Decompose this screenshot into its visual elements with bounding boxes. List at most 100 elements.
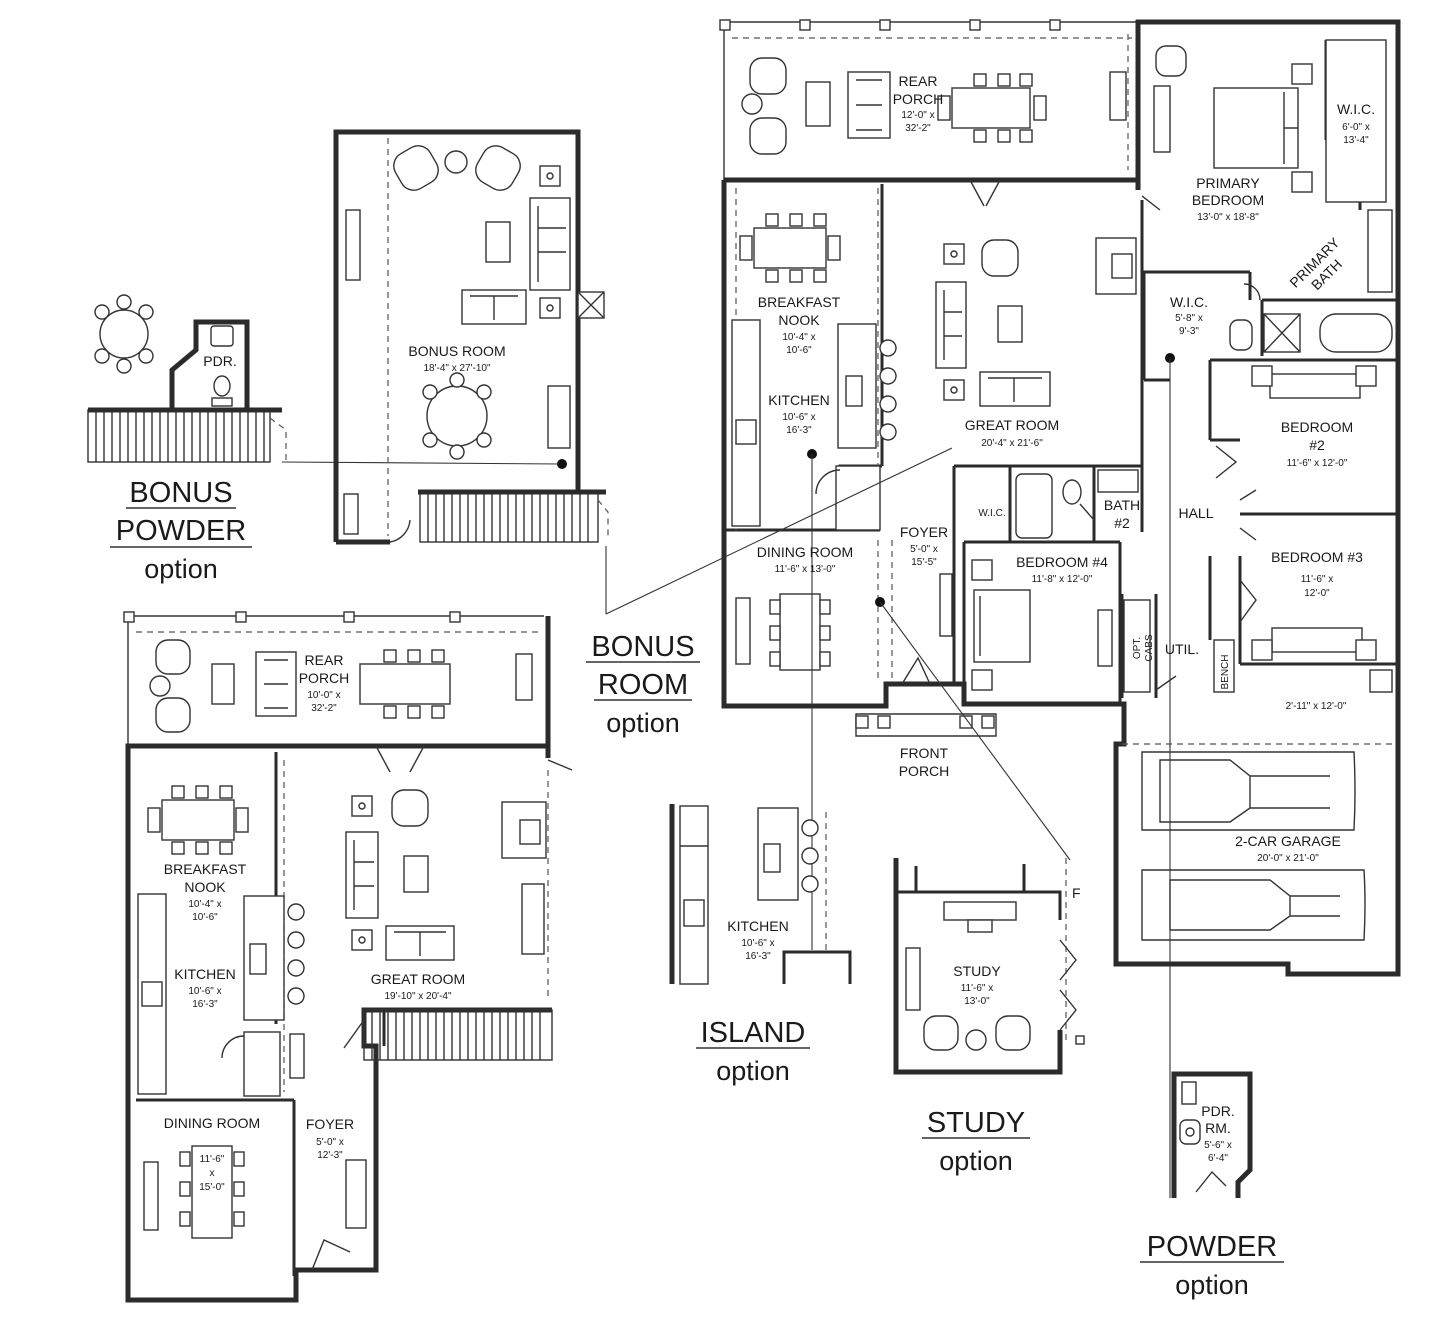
option-title: ISLAND	[701, 1017, 806, 1049]
room-label: BONUS ROOM	[408, 343, 505, 359]
room-dims: x	[210, 1168, 215, 1179]
main-floor-plan: REAR PORCH 12'-0" x 32'-2" PRIMARY BEDRO…	[605, 19, 1401, 1198]
room-dims: 10'-6" x	[741, 938, 774, 949]
room-label: #2	[1114, 515, 1130, 531]
option-subtitle: option	[939, 1146, 1013, 1176]
room-dims: 16'-3"	[786, 425, 812, 436]
room-label: NOOK	[778, 312, 820, 328]
room-label: KITCHEN	[174, 966, 235, 982]
room-dims: 5'-6" x	[1204, 1140, 1232, 1151]
option-title-island: ISLAND option	[696, 1017, 810, 1086]
room-label: PDR.	[1201, 1103, 1234, 1119]
room-dims: 5'-8" x	[1175, 313, 1203, 324]
room-dims: 13'-0" x 18'-8"	[1197, 212, 1259, 223]
room-dims: 13'-0"	[964, 996, 990, 1007]
room-label: PRIMARY	[1196, 175, 1260, 191]
room-dims: 12'-0" x	[901, 110, 934, 121]
room-dims: 12'-3"	[317, 1150, 343, 1161]
room-dims: 12'-0"	[1304, 588, 1330, 599]
room-label: W.I.C.	[1337, 101, 1375, 117]
option-subtitle: option	[144, 554, 218, 584]
room-dims: 11'-6"	[200, 1154, 225, 1165]
room-dims: 11'-6" x 13'-0"	[775, 564, 836, 575]
room-dims: 10'-0" x	[307, 690, 340, 701]
room-label: REAR	[899, 73, 938, 89]
room-label: DINING ROOM	[757, 544, 853, 560]
room-dims: 11'-6" x	[1301, 574, 1334, 585]
island-option-drawing: KITCHEN 10'-6" x 16'-3"	[669, 804, 852, 985]
room-dims: 10'-6" x	[782, 412, 815, 423]
room-label: BEDROOM	[1192, 192, 1264, 208]
room-dims: 15'-0"	[199, 1182, 225, 1193]
room-label: UTIL.	[1165, 641, 1199, 657]
option-title-bonus-powder: BONUS POWDER option	[110, 477, 252, 584]
room-label: KITCHEN	[768, 392, 829, 408]
room-label: OPT.	[1132, 637, 1143, 659]
room-dims: 10'-6"	[192, 912, 218, 923]
option-title: POWDER	[116, 515, 247, 547]
room-label: BREAKFAST	[758, 294, 841, 310]
room-dims: 2'-11" x 12'-0"	[1286, 701, 1347, 712]
option-subtitle: option	[606, 708, 680, 738]
room-label: FRONT	[900, 745, 949, 761]
room-dims: 11'-6" x 12'-0"	[1287, 458, 1348, 469]
option-title: POWDER	[1147, 1231, 1278, 1263]
room-dims: 11'-6" x	[961, 983, 994, 994]
room-label: CABS	[1144, 634, 1155, 662]
room-label: GREAT ROOM	[371, 971, 465, 987]
option-title: BONUS	[129, 477, 232, 509]
option-title-bonus-room: BONUS ROOM option	[586, 631, 700, 738]
room-dims: 16'-3"	[745, 951, 771, 962]
room-dims: 32'-2"	[311, 703, 337, 714]
room-dims: 11'-8" x 12'-0"	[1032, 574, 1093, 585]
option-subtitle: option	[716, 1056, 790, 1086]
room-dims: 10'-4" x	[188, 899, 221, 910]
room-label: DINING ROOM	[164, 1115, 260, 1131]
room-dims: 20'-0" x 21'-0"	[1257, 853, 1319, 864]
bonus-room-alt-plan: REAR PORCH 10'-0" x 32'-2" BREAKFAST NOO…	[123, 611, 573, 1303]
room-label: BATH	[1104, 497, 1140, 513]
room-label: PORCH	[299, 670, 350, 686]
room-label: FOYER	[900, 524, 948, 540]
option-title: BONUS	[591, 631, 694, 663]
room-dims: 32'-2"	[905, 123, 931, 134]
room-dims: 18'-4" x 27'-10"	[423, 363, 491, 374]
room-dims: 19'-10" x 20'-4"	[384, 991, 452, 1002]
study-option-drawing: STUDY 11'-6" x 13'-0" F	[893, 858, 1085, 1075]
bonus-room-drawing: BONUS ROOM 18'-4" x 27'-10"	[333, 129, 609, 614]
option-subtitle: option	[1175, 1270, 1249, 1300]
room-label: STUDY	[953, 963, 1001, 979]
room-label: W.I.C.	[978, 508, 1005, 519]
room-dims: 5'-0" x	[316, 1137, 344, 1148]
powder-option-drawing: PDR. RM. 5'-6" x 6'-4"	[1171, 1071, 1253, 1198]
room-label: HALL	[1178, 505, 1213, 521]
room-dims: 13'-4"	[1343, 135, 1369, 146]
option-title: STUDY	[927, 1107, 1025, 1139]
room-label: PORCH	[893, 91, 944, 107]
room-dims: 5'-0" x	[910, 544, 938, 555]
room-dims: 10'-6" x	[188, 986, 221, 997]
room-label: BEDROOM	[1281, 419, 1353, 435]
room-dims: 10'-6"	[786, 345, 812, 356]
room-label: W.I.C.	[1170, 294, 1208, 310]
room-label: PORCH	[899, 763, 950, 779]
room-dims: 16'-3"	[192, 999, 218, 1010]
bonus-powder-drawing: PDR.	[87, 294, 563, 465]
room-label: REAR	[305, 652, 344, 668]
room-label: BEDROOM #4	[1016, 554, 1108, 570]
room-label: BEDROOM #3	[1271, 549, 1363, 565]
room-label: BREAKFAST	[164, 861, 247, 877]
option-title-powder: POWDER option	[1140, 1231, 1284, 1300]
option-title-study: STUDY option	[922, 1107, 1030, 1176]
room-label: NOOK	[184, 879, 226, 895]
room-label: FOYER	[306, 1116, 354, 1132]
room-label: GREAT ROOM	[965, 417, 1059, 433]
room-label: #2	[1309, 437, 1325, 453]
room-label: PDR.	[203, 353, 236, 369]
room-label: RM.	[1205, 1120, 1231, 1136]
room-label: BENCH	[1220, 654, 1231, 689]
cut-off-label: F	[1072, 885, 1081, 901]
room-label: 2-CAR GARAGE	[1235, 833, 1341, 849]
room-dims: 10'-4" x	[782, 332, 815, 343]
